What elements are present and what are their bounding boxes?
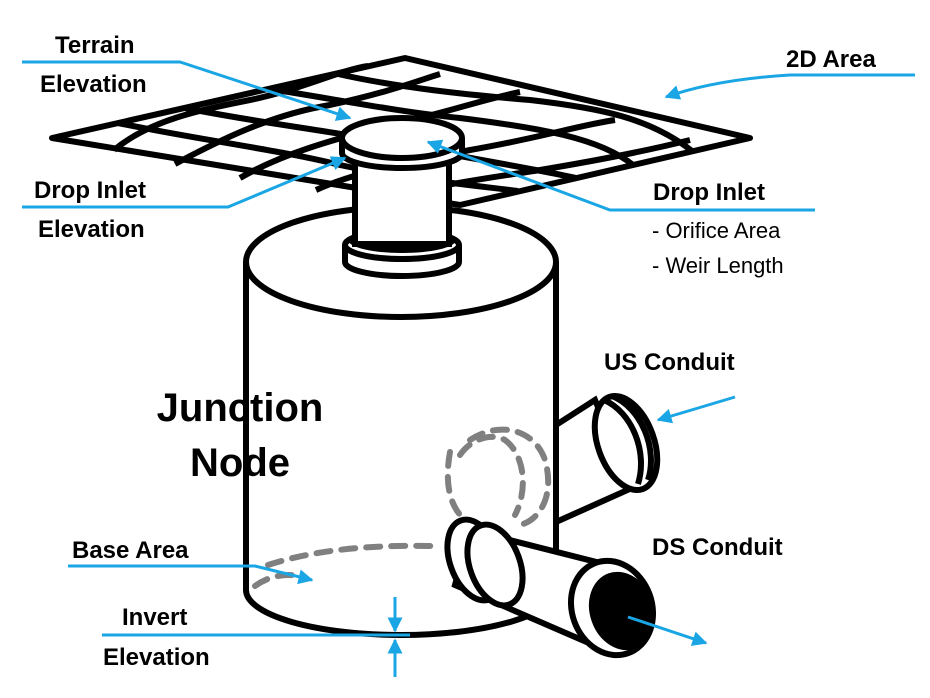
junction-node-title-line1: Junction [156,386,324,430]
ds-conduit-label: DS Conduit [652,534,783,561]
drop-inlet-item-weir-length: - Weir Length [652,253,784,278]
drop-inlet-elevation-label-line2: Elevation [38,216,145,243]
2d-area-label: 2D Area [786,46,876,73]
leader-ds-conduit [627,615,708,646]
leader-lines [22,60,915,677]
leader-2d-area [664,73,915,100]
hidden-lines [252,426,552,589]
leader-base-area [68,564,314,585]
drop-inlet-riser [339,115,465,279]
leader-drop-inlet-elevation [22,156,347,209]
invert-elevation-label-line2: Elevation [103,644,210,671]
invert-elevation-label-line1: Invert [122,604,188,631]
drop-inlet-item-orifice-area: - Orifice Area [652,218,781,243]
terrain-elevation-label-line2: Elevation [40,71,147,98]
us-conduit [553,392,661,527]
leader-drop-inlet [426,139,815,212]
drop-inlet-elevation-label-line1: Drop Inlet [34,177,146,204]
leader-us-conduit [656,395,736,424]
base-area-label: Base Area [72,537,189,564]
drop-inlet-label: Drop Inlet [653,179,765,206]
junction-node-title-line2: Node [190,441,290,485]
us-conduit-label: US Conduit [604,349,735,376]
ds-conduit [444,516,657,659]
leader-terrain-elevation [22,60,352,121]
terrain-elevation-label-line1: Terrain [55,32,135,59]
